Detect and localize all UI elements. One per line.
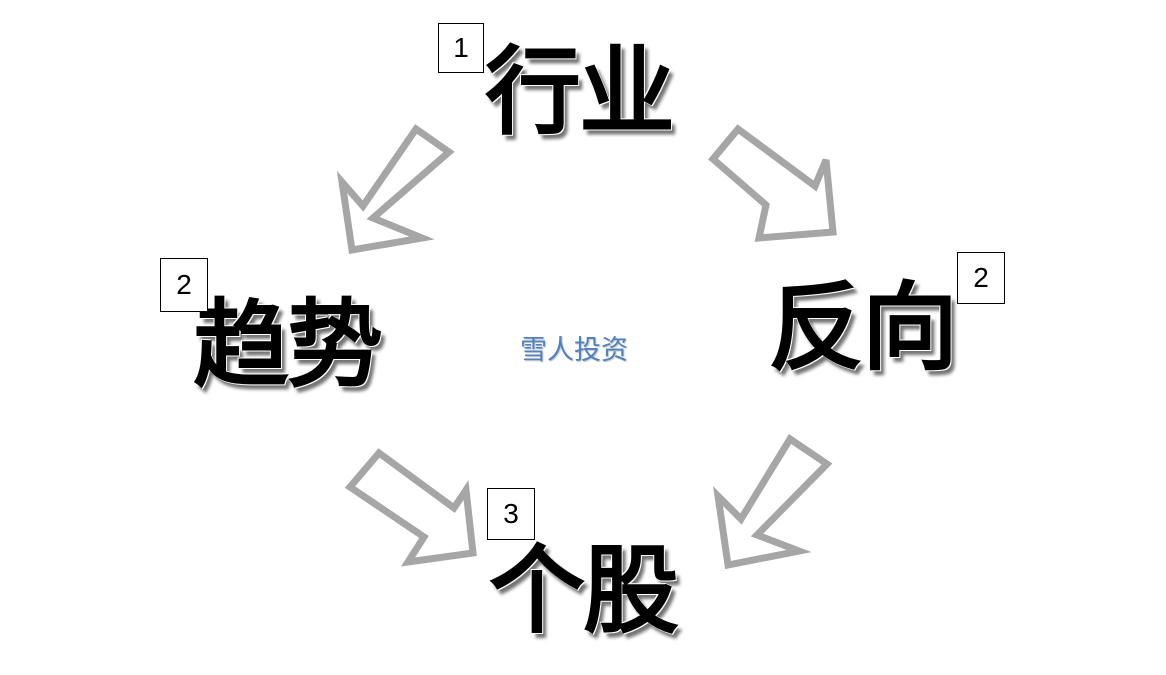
arrow-contrarian-to-stock [713,434,833,570]
arrow-industry-to-contrarian [708,124,837,242]
node-industry-label: 行业 [485,36,675,148]
node-stock-label: 个股 [489,535,679,647]
watermark-text: 雪人投资 [520,335,628,366]
node-trend-label: 趋势 [193,289,383,401]
step-badge-trend: 2 [160,258,208,312]
step-badge-stock: 3 [487,488,535,540]
step-badge-industry: 1 [438,23,484,73]
step-badge-contrarian: 2 [957,252,1005,304]
arrow-trend-to-stock [344,448,477,567]
arrow-industry-to-trend [336,124,455,255]
node-contrarian-label: 反向 [768,272,958,384]
